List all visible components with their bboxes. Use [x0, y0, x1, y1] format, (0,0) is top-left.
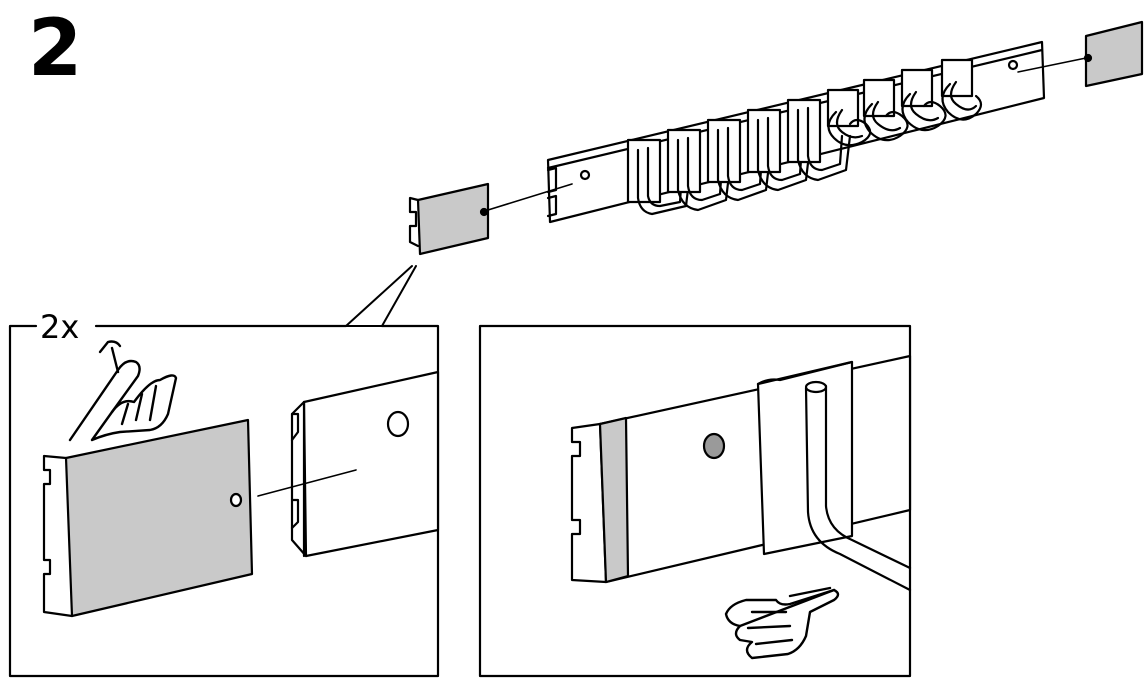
rail-hole [386, 410, 410, 438]
rail-hole [579, 169, 591, 181]
hook [900, 68, 947, 132]
detail-frame-left: 2x [8, 308, 440, 678]
end-cap-detail [42, 418, 254, 618]
rail-hole [1007, 59, 1019, 71]
rail-assembled [570, 354, 912, 584]
hook-group [626, 58, 983, 216]
end-cap-right [1083, 20, 1144, 88]
hook [706, 118, 772, 202]
rail-section [290, 370, 440, 558]
pointing-hand-icon [68, 340, 178, 442]
hook [826, 88, 872, 147]
hook [746, 108, 812, 192]
hook [786, 98, 852, 182]
pressing-hand-icon [724, 586, 840, 660]
quantity-label: 2x [40, 308, 79, 346]
hook-clip [756, 360, 912, 592]
hook [940, 58, 983, 121]
rail-overview [345, 20, 1144, 327]
step-number: 2 [28, 4, 83, 94]
detail-frame-right [478, 324, 912, 678]
hook [626, 138, 692, 216]
hook [862, 78, 909, 142]
hook [666, 128, 732, 212]
end-cap-left [408, 182, 490, 256]
